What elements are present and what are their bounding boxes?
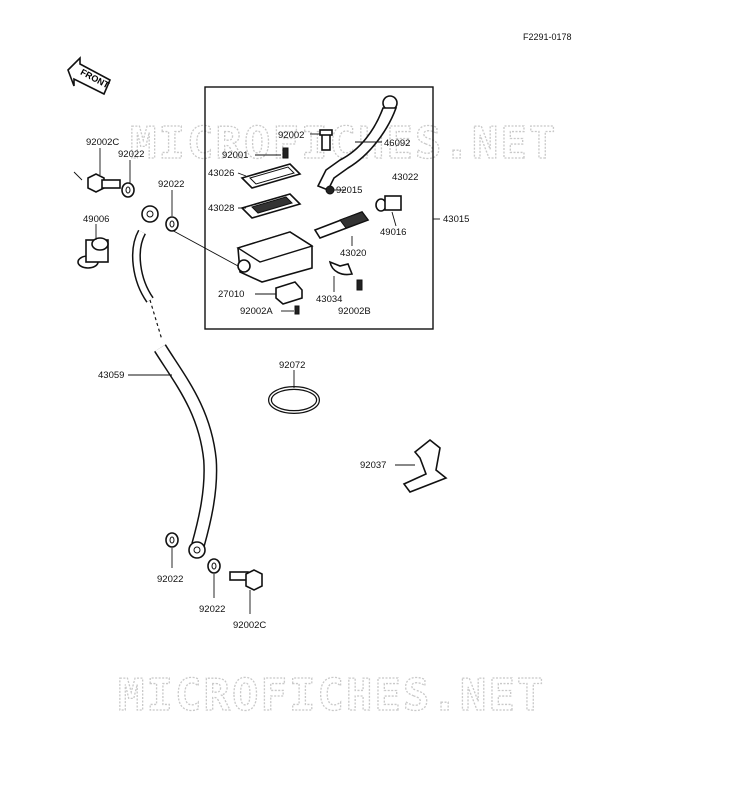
banjo-fitting: [77, 237, 109, 269]
watermark-bottom: MICROFICHES.NET: [118, 670, 545, 721]
master-cylinder-body: [236, 231, 314, 283]
cap-screw: [282, 147, 289, 159]
reservoir-cap: [240, 163, 302, 189]
label-92022-top-a: 92022: [118, 149, 144, 160]
switch-screw: [294, 305, 300, 315]
label-92037: 92037: [360, 460, 386, 471]
label-43028: 43028: [208, 203, 234, 214]
label-92002B: 92002B: [338, 306, 371, 317]
label-92072: 92072: [279, 360, 305, 371]
lever-nut: [325, 185, 335, 195]
label-92002C-bottom: 92002C: [233, 620, 266, 631]
label-92022-bottom-b: 92022: [199, 604, 225, 615]
label-27010: 27010: [218, 289, 244, 300]
label-43015: 43015: [443, 214, 469, 225]
label-92015: 92015: [336, 185, 362, 196]
banjo-bolt-bottom: [229, 569, 263, 591]
label-92002: 92002: [278, 130, 304, 141]
hose-guide: [402, 438, 448, 493]
label-43026: 43026: [208, 168, 234, 179]
brake-switch: [275, 281, 303, 305]
dust-boot: [375, 195, 402, 212]
pivot-bolt: [319, 129, 333, 151]
diagram-code: F2291-0178: [523, 32, 572, 42]
diaphragm: [240, 193, 302, 219]
brake-hose: [132, 205, 218, 559]
label-43034: 43034: [316, 294, 342, 305]
hose-clamp: [268, 386, 320, 414]
assembly-box: [204, 86, 434, 330]
label-49016: 49016: [380, 227, 406, 238]
banjo-bolt-top: [87, 173, 121, 193]
label-43020: 43020: [340, 248, 366, 259]
label-43059: 43059: [98, 370, 124, 381]
label-92001: 92001: [222, 150, 248, 161]
label-92022-bottom-a: 92022: [157, 574, 183, 585]
handlebar-clamp: [328, 260, 354, 276]
piston-kit: [313, 211, 370, 239]
label-46092: 46092: [384, 138, 410, 149]
label-43022: 43022: [392, 172, 418, 183]
label-92002A: 92002A: [240, 306, 273, 317]
label-92002C-top: 92002C: [86, 137, 119, 148]
clamp-bolt: [356, 279, 363, 291]
label-92022-top-b: 92022: [158, 179, 184, 190]
front-arrow-icon: FRONT: [67, 56, 111, 96]
label-49006: 49006: [83, 214, 109, 225]
